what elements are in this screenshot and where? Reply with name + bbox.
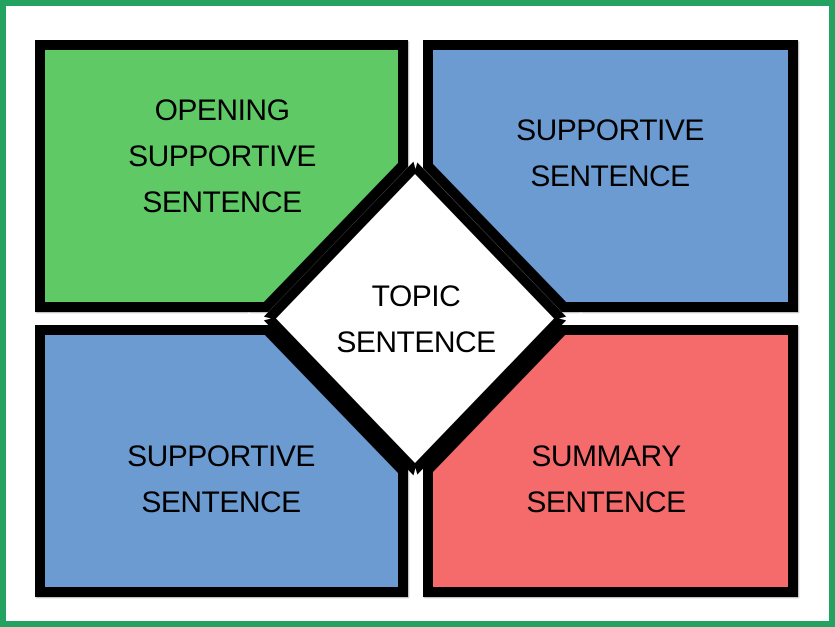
- gap-notch-left: [248, 312, 271, 325]
- center-diamond: [276, 174, 554, 463]
- quadrant-top-right-box: [423, 40, 798, 312]
- gap-notch-top: [409, 147, 422, 169]
- quadrant-bottom-right-box: [423, 325, 798, 597]
- quadrant-bottom-left-box: [35, 325, 408, 597]
- gap-notch-right: [559, 312, 582, 325]
- quadrant-top-left-box: [35, 40, 408, 312]
- gap-notch-bottom: [409, 468, 422, 490]
